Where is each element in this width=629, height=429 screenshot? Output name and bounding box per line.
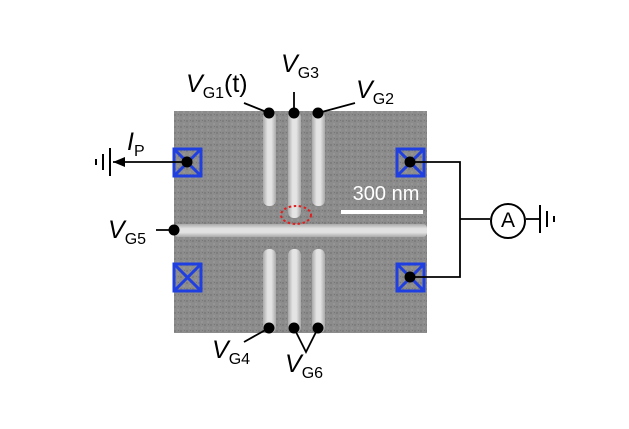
gate-g3-upper [288,111,301,218]
gate-g4-lower [263,249,276,333]
label-vg1-subscript: G1 [202,85,225,102]
label-ip: IP [127,130,145,160]
quantum-dot-marker [280,205,312,225]
gate-g6b-lower [312,249,325,333]
ground-icon [95,148,111,176]
label-vg1: VG1(t) [186,72,248,102]
gate-g5 [174,224,427,237]
label-vg1-suffix: (t) [224,70,248,98]
label-vg2-symbol: V [356,76,373,104]
scale-bar-label: 300 nm [352,183,420,205]
label-vg6-subscript: G6 [301,365,324,382]
label-vg3: VG3 [281,52,319,82]
label-vg4-symbol: V [212,336,229,364]
label-ip-subscript: P [133,143,145,160]
ground-icon [539,205,555,233]
label-vg3-subscript: G3 [297,65,320,82]
label-vg5: VG5 [108,218,146,248]
ammeter-icon: A [490,203,526,239]
label-vg4-subscript: G4 [228,351,251,368]
label-vg1-symbol: V [186,70,203,98]
label-vg5-subscript: G5 [124,231,147,248]
gate-g1-upper [263,111,276,206]
scale-bar [341,210,423,214]
label-vg6-symbol: V [285,350,302,378]
label-vg2: VG2 [356,78,394,108]
label-vg3-symbol: V [281,50,298,78]
label-vg2-subscript: G2 [372,91,395,108]
contact-dots [168,107,416,334]
label-ip-symbol: I [127,128,134,156]
arrow-icon [113,157,125,167]
gate-g6a-lower [288,249,301,333]
label-vg6: VG6 [285,352,323,382]
label-vg4: VG4 [212,338,250,368]
gate-g2-upper [312,111,325,206]
label-vg5-symbol: V [108,216,125,244]
ohmic-contact-icon [172,262,203,293]
